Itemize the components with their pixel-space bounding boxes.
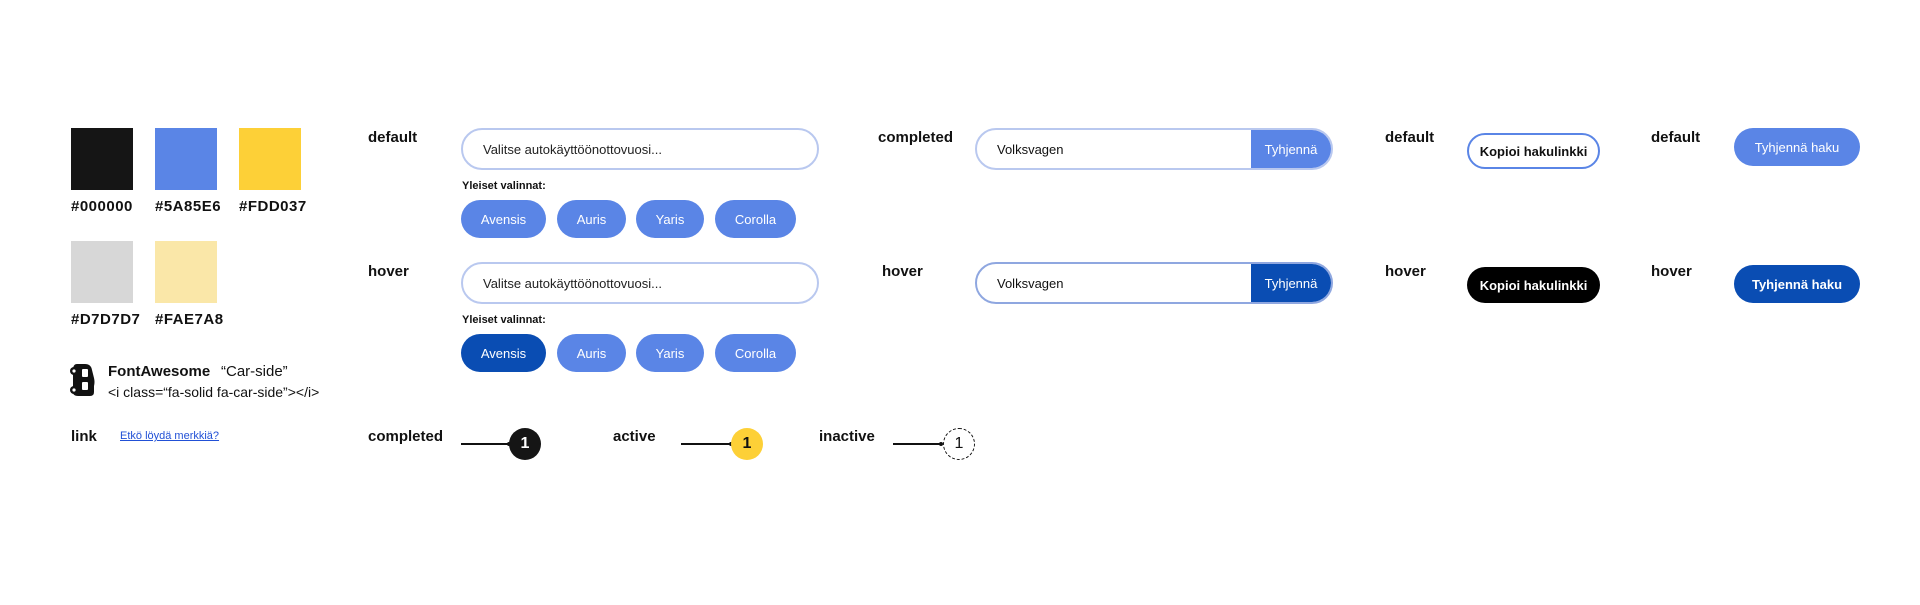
clear-search-button[interactable]: Tyhjennä haku (1734, 128, 1860, 166)
step-completed-line (461, 443, 509, 445)
copy-link-default-label: default (1385, 129, 1435, 146)
cant-find-brand-link[interactable]: Etkö löydä merkkiä? (120, 430, 220, 442)
common-choices-label-hover: Yleiset valinnat: (462, 314, 546, 326)
common-choices-label: Yleiset valinnat: (462, 180, 546, 192)
brand-field-completed[interactable]: Volksvagen Tyhjennä (975, 128, 1333, 170)
step-inactive-label: inactive (819, 428, 875, 445)
swatch-label-lightyellow: #FAE7A8 (155, 311, 224, 328)
step-completed-label: completed (368, 428, 444, 445)
chip-corolla-hover[interactable]: Corolla (715, 334, 796, 372)
brand-field-value: Volksvagen (997, 141, 1064, 157)
brand-clear-button[interactable]: Tyhjennä (1251, 130, 1331, 168)
swatch-blue (155, 128, 217, 190)
chip-corolla[interactable]: Corolla (715, 200, 796, 238)
step-inactive-circle: 1 (943, 428, 975, 460)
swatch-label-gray: #D7D7D7 (71, 311, 141, 328)
swatch-label-blue: #5A85E6 (155, 198, 222, 215)
chip-auris[interactable]: Auris (557, 200, 626, 238)
brand-clear-button-hover[interactable]: Tyhjennä (1251, 264, 1331, 302)
year-select-default-label: default (368, 129, 418, 146)
step-active-label: active (613, 428, 656, 445)
chip-yaris[interactable]: Yaris (636, 200, 704, 238)
fontawesome-icon-name: “Car-side” (221, 363, 288, 380)
chip-auris-hover[interactable]: Auris (557, 334, 626, 372)
clear-search-hover-label: hover (1651, 263, 1692, 280)
chip-avensis[interactable]: Avensis (461, 200, 546, 238)
clear-search-default-label: default (1651, 129, 1701, 146)
chip-yaris-hover[interactable]: Yaris (636, 334, 704, 372)
chip-avensis-hover[interactable]: Avensis (461, 334, 546, 372)
swatch-label-black: #000000 (71, 198, 133, 215)
clear-search-button-hover[interactable]: Tyhjennä haku (1734, 265, 1860, 303)
swatch-yellow (239, 128, 301, 190)
car-side-icon (70, 364, 95, 396)
link-state-label: link (71, 428, 97, 445)
copy-link-hover-label: hover (1385, 263, 1426, 280)
swatch-label-yellow: #FDD037 (239, 198, 307, 215)
swatch-black (71, 128, 133, 190)
brand-field-hover-label: hover (882, 263, 923, 280)
step-inactive-line (893, 443, 941, 445)
swatch-gray (71, 241, 133, 303)
year-select-hover-label: hover (368, 263, 409, 280)
step-active-circle: 1 (731, 428, 763, 460)
copy-search-link-button-hover[interactable]: Kopioi hakulinkki (1467, 267, 1600, 303)
fontawesome-title: FontAwesome (108, 363, 211, 380)
year-select-input[interactable]: Valitse autokäyttöönottovuosi... (461, 128, 819, 170)
brand-field-completed-label: completed (878, 129, 954, 146)
brand-field-value-hover: Volksvagen (997, 275, 1064, 291)
step-inactive-dot (939, 442, 943, 446)
brand-field-hover[interactable]: Volksvagen Tyhjennä (975, 262, 1333, 304)
fontawesome-code: <i class=“fa-solid fa-car-side”></i> (108, 384, 320, 400)
year-select-input-hover[interactable]: Valitse autokäyttöönottovuosi... (461, 262, 819, 304)
copy-search-link-button[interactable]: Kopioi hakulinkki (1467, 133, 1600, 169)
step-completed-circle: 1 (509, 428, 541, 460)
swatch-lightyellow (155, 241, 217, 303)
step-active-line (681, 443, 731, 445)
